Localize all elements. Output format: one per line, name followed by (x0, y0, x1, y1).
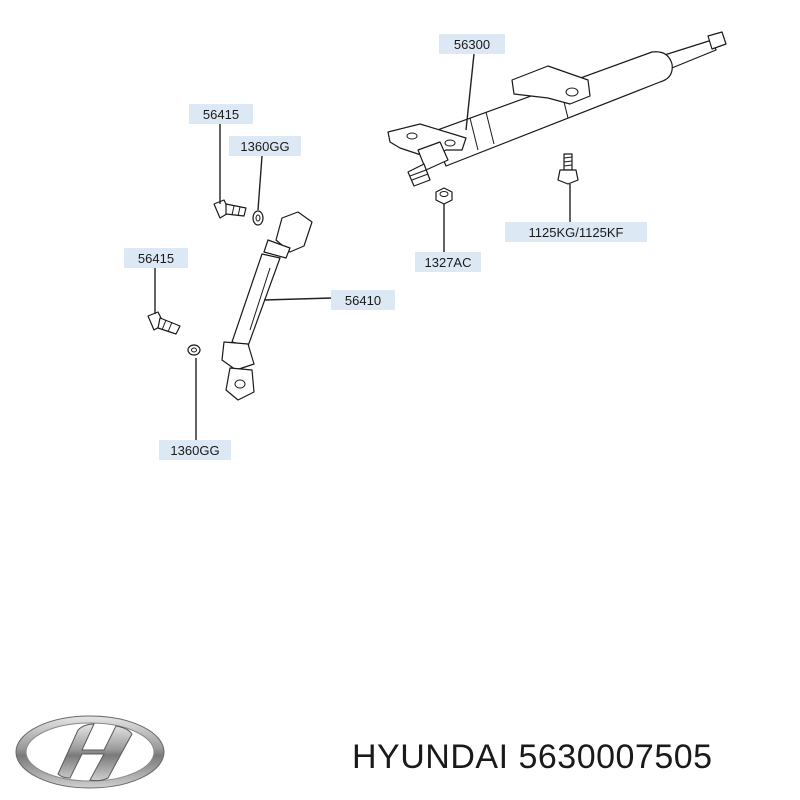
label-1360gg-upper: 1360GG (229, 136, 301, 156)
label-1360gg-lower-text: 1360GG (170, 443, 219, 458)
brand-part-number: HYUNDAI 5630007505 (352, 738, 713, 776)
leader-56410 (263, 297, 333, 301)
label-56410-text: 56410 (345, 293, 381, 308)
label-56300: 56300 (439, 34, 505, 54)
bolt-56415-lower-part (147, 311, 181, 335)
bolt-56415-upper-part (213, 199, 247, 219)
label-1125kg: 1125KG/1125KF (505, 222, 647, 242)
label-1360gg-lower: 1360GG (159, 440, 231, 460)
intermediate-shaft-part (221, 211, 313, 401)
nut-1327ac-part (435, 187, 453, 205)
label-56415-upper: 56415 (189, 104, 253, 124)
hyundai-logo-icon (15, 715, 165, 789)
bolt-1125kg-part (557, 153, 579, 185)
leader-1360gg-upper (257, 155, 263, 211)
steering-column-part (387, 31, 727, 187)
label-1327ac-text: 1327AC (425, 255, 472, 270)
washer-1360gg-lower-part (187, 344, 201, 356)
label-1125kg-text: 1125KG/1125KF (529, 225, 624, 240)
label-56415-lower-text: 56415 (138, 251, 174, 266)
label-1327ac: 1327AC (415, 252, 481, 272)
label-56415-lower: 56415 (124, 248, 188, 268)
washer-1360gg-upper-part (252, 210, 264, 226)
label-56300-text: 56300 (454, 37, 490, 52)
leader-56300 (465, 53, 475, 131)
label-56415-upper-text: 56415 (203, 107, 239, 122)
label-1360gg-upper-text: 1360GG (240, 139, 289, 154)
label-56410: 56410 (331, 290, 395, 310)
